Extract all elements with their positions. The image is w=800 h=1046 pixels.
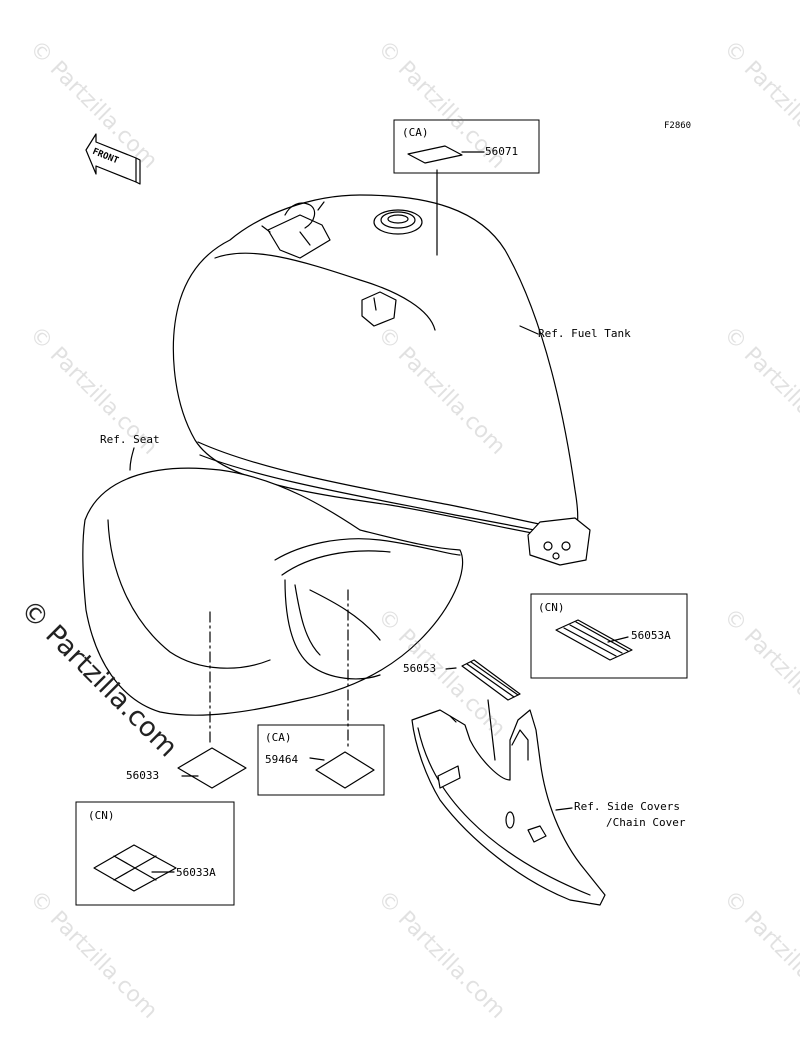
ref-fuel-tank: Ref. Fuel Tank (538, 327, 631, 340)
callout-box-ca-mid (257, 724, 385, 796)
decal-59464 (315, 751, 375, 789)
decal-56033A (93, 844, 177, 892)
decal-56033 (177, 747, 247, 789)
fuel-tank (172, 194, 591, 566)
decal-56053A (555, 619, 633, 661)
figure-code: F2860 (664, 121, 692, 131)
part-number-56053A: 56053A (631, 629, 671, 642)
ref-side-covers-line2: /Chain Cover (606, 816, 686, 829)
part-number-56033A: 56033A (176, 866, 216, 879)
callout-box-cn-right (530, 593, 688, 679)
callout-box-ca-top (393, 119, 540, 174)
part-number-56053: 56053 (403, 662, 437, 675)
callout-ca-mid-tag: (CA) (265, 731, 292, 744)
callout-ca-top-tag: (CA) (402, 126, 429, 139)
part-number-56033: 56033 (126, 769, 160, 782)
callout-cn-left-tag: (CN) (88, 809, 115, 822)
ref-seat: Ref. Seat (100, 433, 160, 446)
decal-56053 (461, 659, 521, 701)
front-arrow-icon (85, 133, 141, 185)
part-number-59464: 59464 (265, 753, 299, 766)
decal-56071 (407, 145, 463, 164)
seat (82, 467, 464, 716)
ref-side-covers-line1: Ref. Side Covers (574, 800, 680, 813)
callout-box-cn-left (75, 801, 235, 906)
callout-cn-right-tag: (CN) (538, 601, 565, 614)
side-cover (411, 709, 606, 906)
part-number-56071: 56071 (485, 145, 519, 158)
